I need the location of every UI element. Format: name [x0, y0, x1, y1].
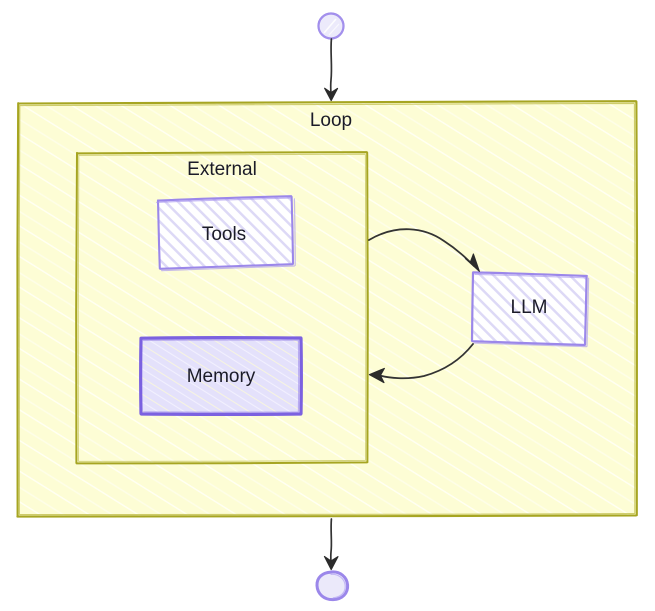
edge-external-to-llm[interactable] [368, 228, 480, 272]
edge-start-to-loop[interactable] [324, 38, 339, 102]
group-loop-outline [16, 100, 639, 518]
start-node[interactable] [317, 12, 345, 40]
edge-llm-to-external[interactable] [368, 343, 474, 384]
memory-node-body [141, 338, 301, 414]
tools-node-body [158, 196, 293, 269]
tools-node-outline-echo [156, 197, 296, 272]
end-node-blob [315, 570, 350, 602]
llm-node-outline [470, 271, 588, 347]
end-node-blob-echo [330, 573, 346, 599]
llm-node-body [472, 272, 587, 345]
group-external-outline-echo [77, 153, 367, 462]
memory-node[interactable]: Memory [139, 336, 303, 416]
end-node[interactable] [315, 570, 350, 602]
llm-node-outline-echo [473, 273, 590, 348]
llm-node[interactable]: LLM [470, 271, 590, 348]
group-loop-outline-echo [18, 102, 636, 516]
start-node-sketch-overlay [318, 12, 345, 40]
edge-start-to-loop-arrowhead [324, 87, 339, 102]
edge-loop-to-end-arrowhead [323, 555, 339, 571]
start-node-shine-2 [328, 23, 340, 36]
group-external-outline [75, 151, 369, 465]
memory-node-outline-echo [142, 339, 300, 413]
memory-node-outline [139, 336, 303, 416]
tools-node[interactable]: Tools [156, 195, 296, 272]
edge-llm-to-external-arrowhead [368, 367, 385, 384]
edge-llm-to-external-line [377, 343, 474, 380]
tools-node-outline [156, 195, 295, 270]
edge-loop-to-end-line [329, 518, 333, 563]
edge-external-to-llm-arrowhead [464, 253, 480, 272]
edge-start-to-loop-line [329, 38, 333, 95]
start-node-shine-1 [323, 18, 337, 34]
edge-loop-to-end[interactable] [323, 518, 339, 571]
edge-external-to-llm-line [368, 228, 475, 267]
